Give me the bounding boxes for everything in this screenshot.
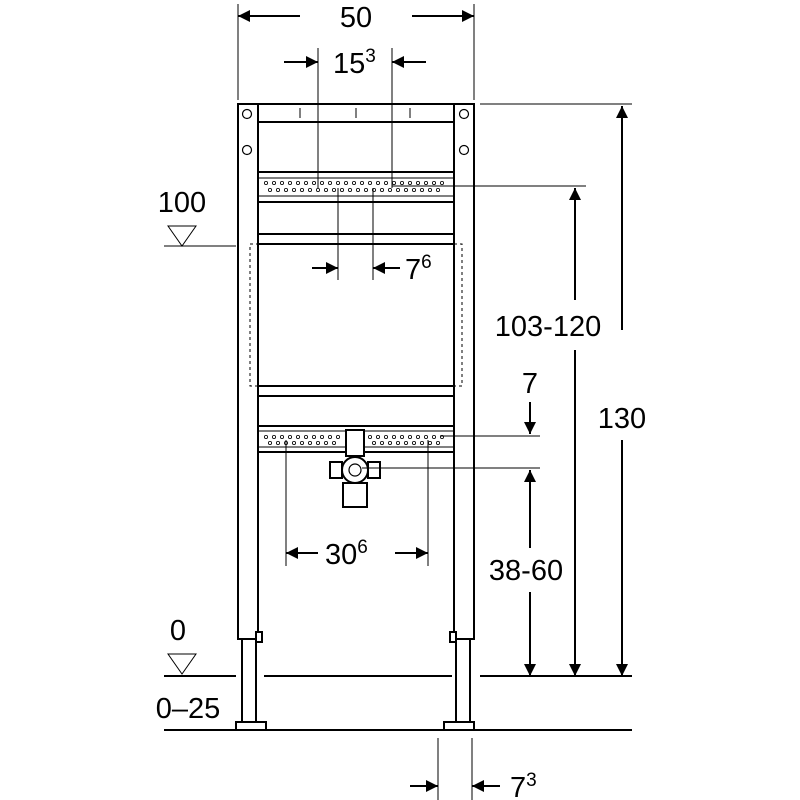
label-width-total: 50 [340,2,372,34]
label-bottom-spacing: 306 [325,537,368,571]
label-floor-adjust: 0–25 [156,693,221,725]
perforations [263,180,444,445]
label-height-total: 130 [598,403,646,435]
label-top-spacing: 153 [333,46,376,80]
label-level-floor: 0 [170,615,186,647]
label-top-offset: 76 [405,252,432,286]
label-level-top: 100 [158,187,206,219]
label-height-range: 103-120 [495,311,601,343]
dimension-lines [164,4,632,800]
installation-frame [235,103,475,731]
label-foot-offset: 73 [510,770,537,800]
label-drain-height-range: 38-60 [489,555,563,587]
label-drain-offset: 7 [522,368,538,400]
